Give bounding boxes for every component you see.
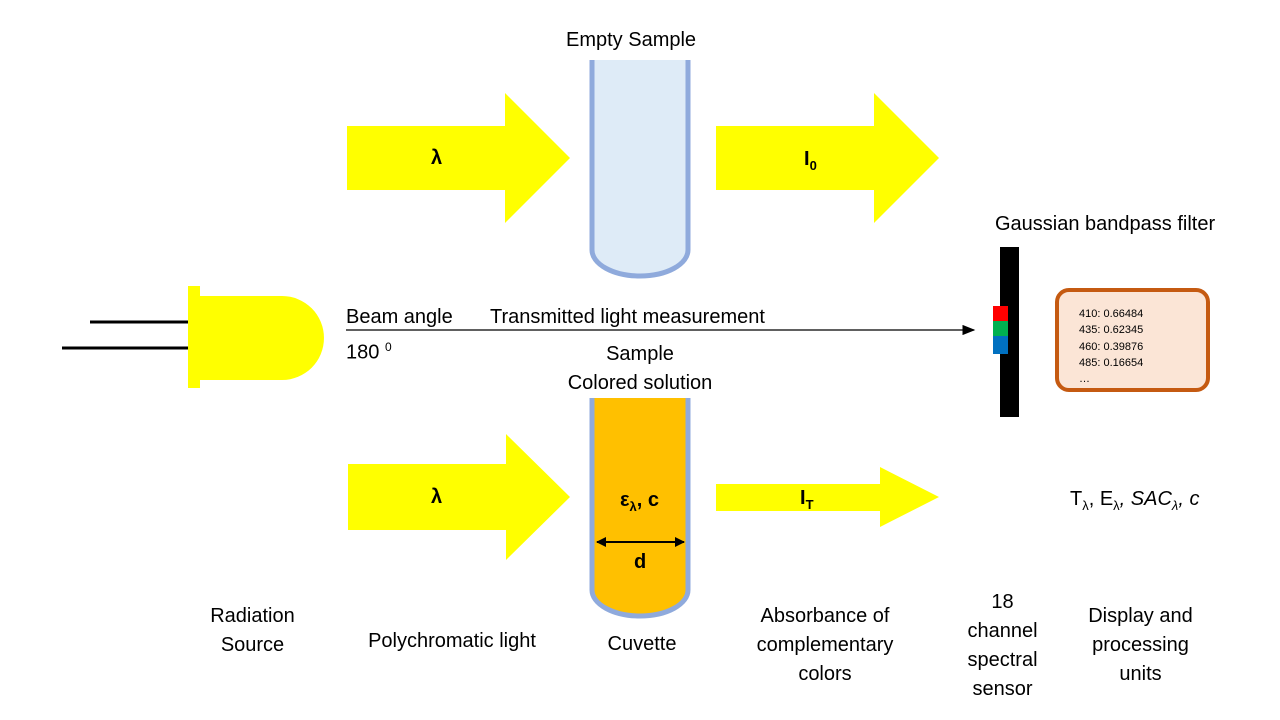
gaussian-filter-label: Gaussian bandpass filter <box>995 213 1216 235</box>
i0-sub: 0 <box>809 158 817 173</box>
i0-label: I0 <box>804 147 817 178</box>
reading-row: 485: 0.16654 <box>1079 356 1144 369</box>
reading-row: … <box>1079 373 1090 386</box>
caption-display-units: Display and processing units <box>1088 605 1193 685</box>
formula-e-sub: λ <box>1113 498 1120 513</box>
path-length-label: d <box>634 551 647 573</box>
lambda-label-top: λ <box>431 147 443 169</box>
it-label: IT <box>800 486 814 517</box>
sample-label: Sample <box>606 343 674 365</box>
empty-sample-label: Empty Sample <box>566 29 697 51</box>
angle-value: 180 <box>346 341 380 364</box>
caption-radiation-source: Radiation Source <box>210 605 295 656</box>
led-body <box>198 296 324 380</box>
formula-t-sub: λ <box>1082 498 1089 513</box>
spectral-sensor-body <box>1000 247 1019 417</box>
reference-beam-arrow <box>716 93 939 223</box>
sensor-blue-channel <box>993 336 1008 354</box>
reading-row: 460: 0.39876 <box>1079 340 1144 353</box>
lambda-label-bottom: λ <box>431 486 443 508</box>
epsilon-sub: λ <box>629 499 637 514</box>
formula-t: T <box>1070 488 1083 510</box>
led-flange <box>188 286 200 388</box>
caption-absorbance: Absorbance of complementary colors <box>756 605 894 685</box>
epsilon-label: ελ, c <box>620 488 659 519</box>
caption-sensor: 18 channel spectral sensor <box>967 591 1038 700</box>
transmitted-beam-arrow <box>716 467 939 527</box>
beam-angle-label: Beam angle <box>346 306 453 328</box>
output-formula: Tλ, Eλ, SACλ, c <box>1070 487 1199 518</box>
colored-solution-label: Colored solution <box>567 372 713 394</box>
sensor-green-channel <box>993 321 1008 336</box>
formula-c: , c <box>1178 488 1200 510</box>
incident-beam-arrow-top <box>347 93 570 223</box>
sample-cuvette <box>589 398 691 619</box>
path-length-arrow-head-left <box>596 537 606 547</box>
formula-sac: , SAC <box>1119 488 1172 510</box>
formula-sac-sub: λ <box>1171 498 1179 513</box>
empty-sample-tube <box>589 60 691 279</box>
transmitted-measurement-label: Transmitted light measurement <box>490 306 765 328</box>
path-length-arrow-head-right <box>675 537 685 547</box>
reading-row: 435: 0.62345 <box>1079 324 1144 337</box>
caption-cuvette: Cuvette <box>607 633 677 655</box>
display-readout-panel: 410: 0.66484 435: 0.62345 460: 0.39876 4… <box>1055 288 1210 392</box>
it-sub: T <box>805 497 814 512</box>
incident-beam-arrow-bottom <box>348 434 570 560</box>
i0-main: I <box>804 148 810 170</box>
angle-value-label: 180 0 <box>346 335 392 365</box>
sensor-red-channel <box>993 306 1008 321</box>
formula-e: , E <box>1088 488 1114 510</box>
caption-polychromatic-light: Polychromatic light <box>368 630 536 652</box>
it-main: I <box>800 487 806 509</box>
angle-degree: 0 <box>384 340 392 354</box>
reading-row: 410: 0.66484 <box>1079 308 1144 320</box>
epsilon-main: ε <box>620 489 630 511</box>
epsilon-rest: , c <box>636 489 659 511</box>
